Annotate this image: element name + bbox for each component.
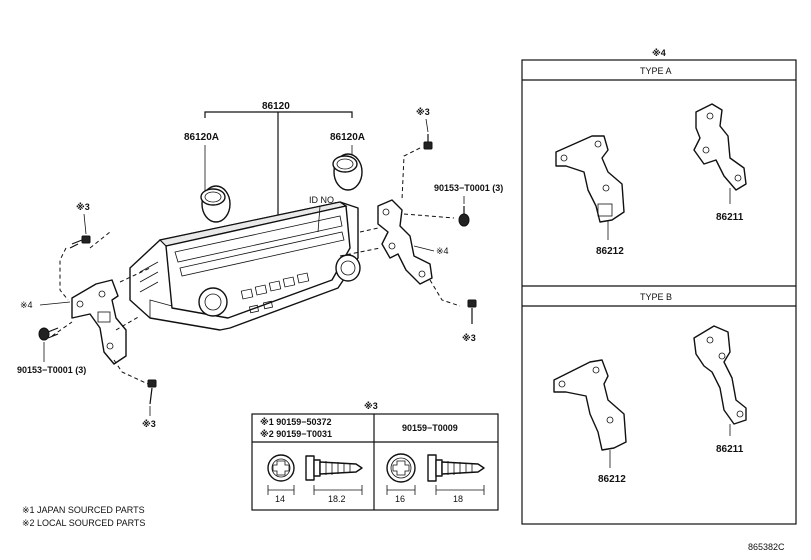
type-panel: ※4 TYPE A TYPE B 86212 86211 xyxy=(521,48,797,525)
type-a-bracket-86212 xyxy=(555,135,625,240)
screw-table: ※3 ※1 90159−50372 ※2 90159−T0031 90159−T… xyxy=(251,401,499,511)
type-b-bracket-86211 xyxy=(693,325,747,436)
type-b-title: TYPE B xyxy=(640,292,672,302)
knob-left-number: 86120A xyxy=(184,132,219,143)
screw-1-side xyxy=(305,455,363,481)
screw-part-japan: ※1 90159−50372 xyxy=(260,417,332,427)
type-panel-header: ※4 xyxy=(652,48,666,58)
screw-left xyxy=(38,327,59,341)
button-row xyxy=(240,272,310,314)
screw-part-common: 90159−T0009 xyxy=(402,423,458,433)
screw-2-head xyxy=(386,453,416,483)
screw-1-head xyxy=(267,454,295,482)
id-number-label: ID NO. xyxy=(309,195,337,205)
type-a-right-part: 86211 xyxy=(716,212,744,223)
knob-right xyxy=(332,153,363,191)
screw-part-local: ※2 90159−T0031 xyxy=(260,429,332,439)
type-b-left-part: 86212 xyxy=(598,474,626,485)
screw-right xyxy=(458,206,470,227)
screw-part-left: 90153−T0001 (3) xyxy=(17,365,86,375)
legend-note-japan: ※1 JAPAN SOURCED PARTS xyxy=(22,505,145,515)
bolt-top-right xyxy=(423,134,433,150)
bolt-note-bottom-left: ※3 xyxy=(142,419,156,429)
bracket-note-right: ※4 xyxy=(436,246,449,256)
knob-left xyxy=(200,185,231,223)
audio-panel-assembly: ID NO. 86120 86120A 86120A xyxy=(129,101,365,331)
assembly-number: 86120 xyxy=(262,101,290,112)
drawing-code: 865382C xyxy=(748,542,785,552)
right-bracket-group: ※3 90153−T0001 (3) ※4 ※3 xyxy=(339,107,503,343)
legend: ※1 JAPAN SOURCED PARTS ※2 LOCAL SOURCED … xyxy=(22,505,145,528)
type-a-title: TYPE A xyxy=(640,66,672,76)
bolt-note-top-right: ※3 xyxy=(416,107,430,117)
bolt-note-top-left: ※3 xyxy=(76,202,90,212)
type-b-right-part: 86211 xyxy=(716,444,744,455)
audio-unit-body xyxy=(129,201,361,331)
type-a-left-part: 86212 xyxy=(596,246,624,257)
type-b-bracket-86212 xyxy=(553,359,627,468)
bolt-note-bottom-right: ※3 xyxy=(462,333,476,343)
bolt-bottom-left xyxy=(147,379,157,405)
knob-right-number: 86120A xyxy=(330,132,365,143)
screw-2-length-dim: 18 xyxy=(453,494,463,504)
screw-table-header: ※3 xyxy=(364,401,378,411)
left-bracket-group: ※3 ※4 90153−T0001 (3) ※3 xyxy=(17,202,157,429)
screw-1-head-dim: 14 xyxy=(275,494,285,504)
screw-2-side xyxy=(427,454,485,482)
bolt-bottom-right xyxy=(467,299,477,324)
screw-part-right: 90153−T0001 (3) xyxy=(434,183,503,193)
bracket-note-left: ※4 xyxy=(20,300,33,310)
type-a-bracket-86211 xyxy=(693,103,747,204)
bolt-top-left xyxy=(69,235,91,249)
legend-note-local: ※2 LOCAL SOURCED PARTS xyxy=(22,518,145,528)
screw-2-head-dim: 16 xyxy=(395,494,405,504)
screw-1-length-dim: 18.2 xyxy=(328,494,346,504)
